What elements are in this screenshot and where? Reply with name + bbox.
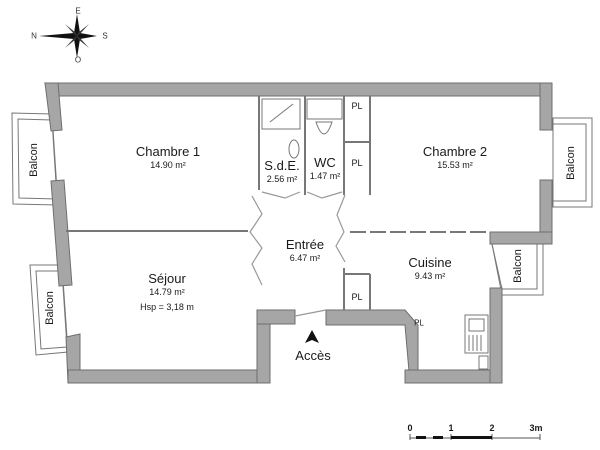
closet-label: PL [414, 318, 424, 328]
room-entree: Entrée 6.47 m² [285, 237, 325, 263]
scale-tick-label: 3m [529, 423, 543, 433]
room-name: Cuisine [408, 255, 452, 270]
room-name: Chambre 1 [135, 144, 201, 159]
closet-label: PL [351, 158, 363, 168]
room-name: Séjour [148, 271, 186, 286]
room-wc: WC 1.47 m² [309, 155, 341, 181]
balconies [11, 112, 593, 356]
scale-tick-label: 0 [407, 423, 413, 433]
room-name: Chambre 2 [422, 144, 488, 159]
room-area: 2.56 m² [266, 173, 298, 184]
interior-walls [66, 96, 490, 310]
compass-west-label: O [74, 55, 82, 65]
kitchen-sink-icon [464, 314, 489, 370]
room-cuisine: Cuisine 9.43 m² [408, 255, 452, 281]
closet-label: PL [351, 292, 363, 302]
room-area: 15.53 m² [437, 159, 473, 170]
closet-label: PL [351, 101, 363, 111]
room-area: 14.79 m² [149, 286, 185, 297]
room-name: S.d.E. [264, 158, 300, 173]
room-name: WC [314, 155, 336, 170]
room-area: 1.47 m² [309, 170, 341, 181]
compass-east-label: E [75, 6, 81, 16]
room-chambre-1: Chambre 1 14.90 m² [135, 144, 201, 170]
access-arrow-icon [305, 330, 319, 343]
room-area: 6.47 m² [289, 252, 321, 263]
room-name: Entrée [285, 237, 325, 252]
balcony-label: Balcon [512, 249, 524, 283]
compass-north-label: N [31, 31, 37, 41]
room-area: 9.43 m² [414, 270, 446, 281]
scale-tick-label: 1 [448, 423, 454, 433]
door-swings [249, 191, 346, 317]
room-sde: S.d.E. 2.56 m² [264, 158, 300, 184]
compass-rose-icon [39, 14, 97, 58]
sink-icon [288, 139, 300, 159]
balcony-label: Balcon [44, 291, 56, 325]
access-label: Accès [295, 348, 331, 363]
room-sejour: Séjour 14.79 m² Hsp = 3,18 m [140, 271, 194, 313]
balcony-label: Balcon [565, 146, 577, 180]
room-chambre-2: Chambre 2 15.53 m² [422, 144, 488, 170]
room-area: 14.90 m² [150, 159, 186, 170]
scale-bar [409, 434, 541, 440]
balcony-label: Balcon [28, 143, 40, 177]
shower-icon [261, 98, 301, 130]
scale-tick-label: 2 [489, 423, 495, 433]
compass-south-label: S [102, 31, 108, 41]
toilet-icon [306, 98, 343, 135]
ceiling-height: Hsp = 3,18 m [140, 302, 194, 313]
